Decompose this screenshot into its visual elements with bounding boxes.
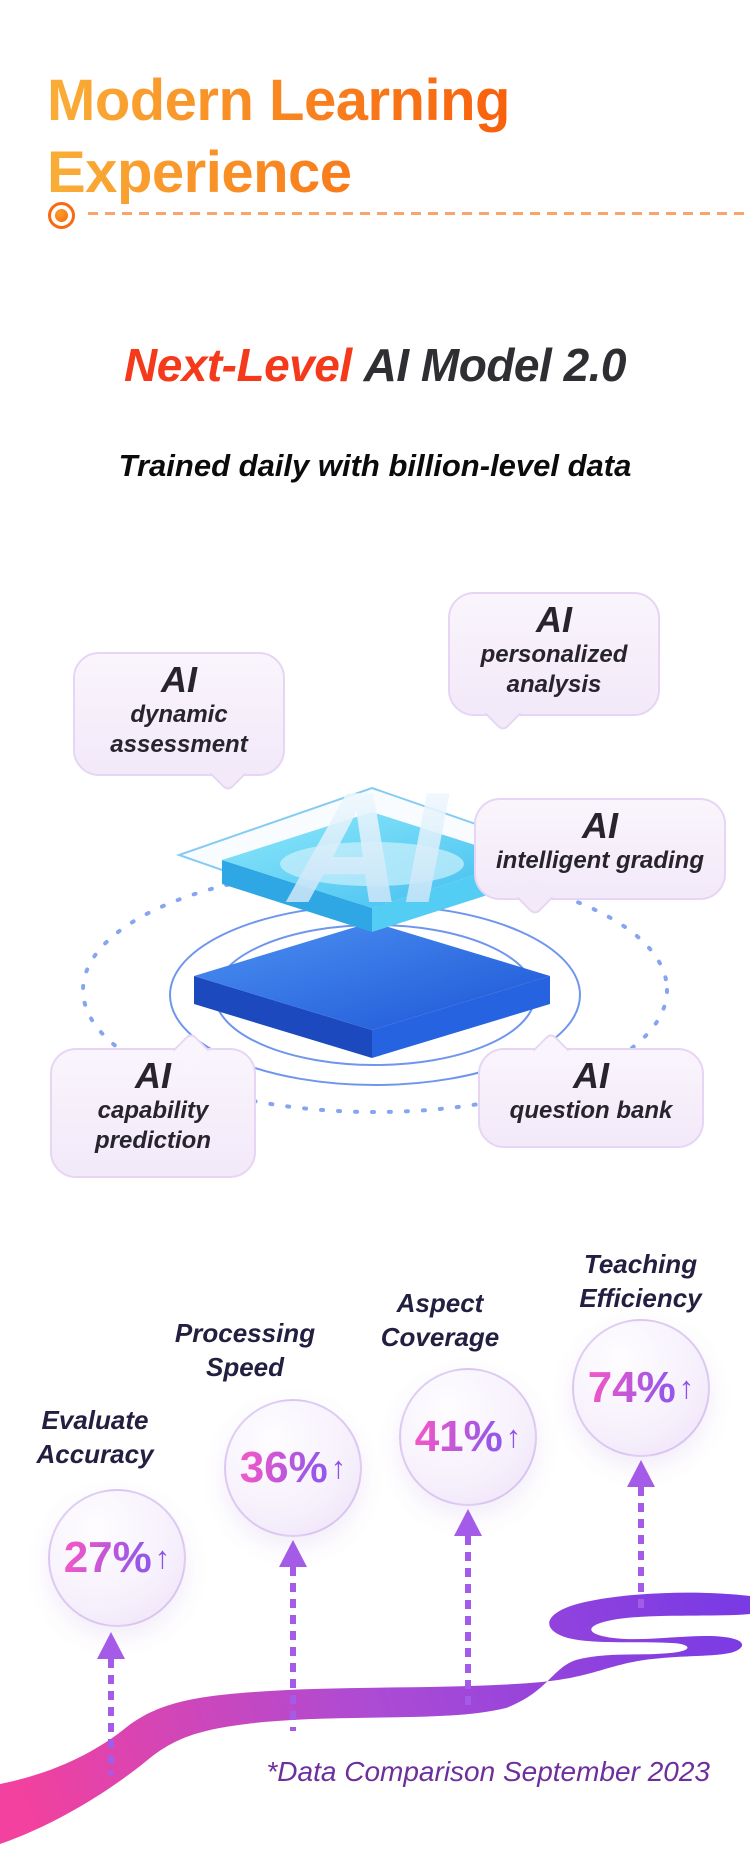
arrowhead-icon — [97, 1632, 125, 1659]
bubble-capability-line1: capability — [97, 1097, 209, 1125]
up-arrow-icon: ↑ — [154, 1540, 171, 1575]
stat-value-processing-speed: 36% — [239, 1443, 328, 1492]
section-subheading: Trained daily with billion-level data — [118, 448, 632, 483]
bubble-dynamic-line1: dynamic — [130, 701, 228, 729]
bubble-dynamic-title: AI — [161, 659, 197, 700]
section-heading-accent: Next-Level — [123, 339, 352, 391]
divider-marker-ring — [48, 202, 75, 229]
stat-value-aspect-coverage: 41% — [414, 1412, 503, 1461]
data-comparison-footnote: *Data Comparison September 2023 — [266, 1756, 710, 1787]
outer-dotted-ring — [81, 866, 669, 1114]
bubble-personalized-line1: personalized — [480, 641, 628, 669]
page-title: Modern Learning Experience — [47, 65, 510, 209]
dotted-arrow-evaluate — [97, 1632, 125, 1775]
platform-bottom-layer — [194, 922, 550, 1058]
stat-label-aspect-coverage: Aspect Coverage — [380, 1288, 500, 1352]
stat-circle-evaluate-accuracy: 27% ↑ — [48, 1489, 186, 1627]
bubble-question-title: AI — [573, 1055, 609, 1096]
arrowhead-icon — [279, 1540, 307, 1567]
up-arrow-icon: ↑ — [330, 1450, 347, 1485]
stat-label-evaluate-accuracy: Evaluate Accuracy — [36, 1405, 154, 1469]
bubble-personalized-title: AI — [536, 599, 572, 640]
bubble-grading-line1: intelligent grading — [496, 847, 704, 875]
bubble-personalized-line2: analysis — [506, 670, 602, 698]
stat-value-teaching-efficiency: 74% — [587, 1363, 676, 1412]
bubble-personalized-analysis: AI personalized analysis — [448, 592, 660, 716]
bubble-grading-title: AI — [582, 805, 618, 846]
page-title-line1: Modern Learning — [47, 67, 510, 133]
dotted-arrow-processing — [279, 1540, 307, 1731]
stat-label-processing-speed: Processing Speed — [174, 1318, 316, 1382]
road-path — [0, 1592, 750, 1856]
bubble-capability-line2: prediction — [94, 1126, 211, 1154]
bubble-dynamic-assessment: AI dynamic assessment — [73, 652, 285, 776]
stat-circle-teaching-efficiency: 74% ↑ — [572, 1319, 710, 1457]
dotted-arrow-aspect — [454, 1509, 482, 1712]
dotted-arrow-teaching — [627, 1460, 655, 1611]
stat-label-teaching-efficiency: Teaching Efficiency — [579, 1249, 702, 1313]
core-glow — [280, 842, 464, 886]
page-title-line2: Experience — [47, 139, 352, 205]
divider-marker-dot — [55, 209, 68, 222]
stat-value-evaluate-accuracy: 27% — [63, 1533, 152, 1582]
bubble-capability-prediction: AI capability prediction — [50, 1048, 256, 1178]
up-arrow-icon: ↑ — [678, 1370, 695, 1405]
bubble-dynamic-line2: assessment — [110, 730, 248, 758]
section-heading-rest: AI Model 2.0 — [363, 339, 627, 391]
road-graphic — [0, 1592, 750, 1856]
bubble-intelligent-grading: AI intelligent grading — [474, 798, 726, 900]
divider-dashed-line — [88, 212, 750, 215]
arrowhead-icon — [454, 1509, 482, 1536]
bubble-question-bank: AI question bank — [478, 1048, 704, 1148]
stat-circle-processing-speed: 36% ↑ — [224, 1399, 362, 1537]
ai-core-label: AI — [285, 760, 450, 936]
bubble-capability-title: AI — [135, 1055, 171, 1096]
arrowhead-icon — [627, 1460, 655, 1487]
up-arrow-icon: ↑ — [505, 1419, 522, 1454]
bubble-question-line1: question bank — [509, 1097, 673, 1125]
stat-circle-aspect-coverage: 41% ↑ — [399, 1368, 537, 1506]
